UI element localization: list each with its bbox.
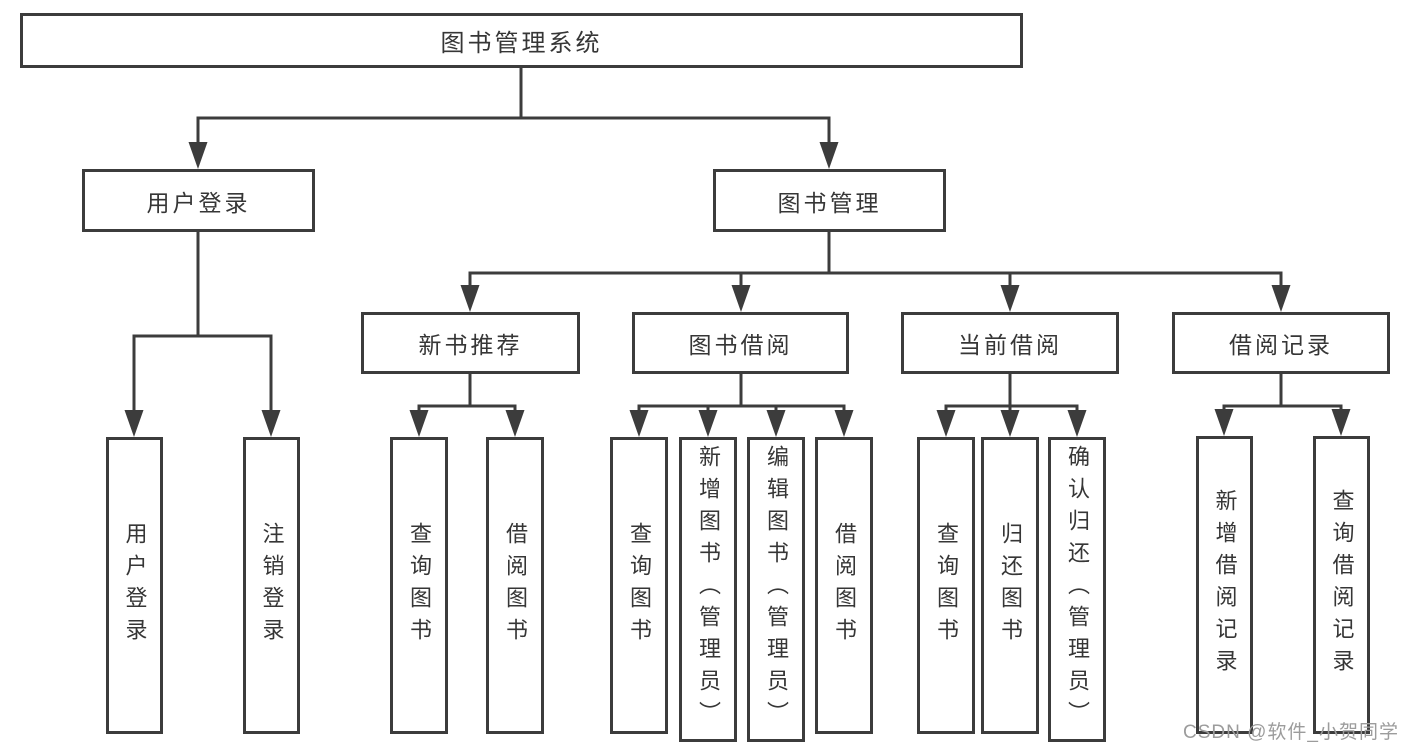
arrowhead-icon <box>505 410 525 437</box>
node-leaf-return-book: 归还图书 <box>981 437 1039 734</box>
node-leaf-borrow-book-1: 借阅图书 <box>486 437 544 734</box>
arrowhead-icon <box>629 410 649 437</box>
arrowhead-icon <box>698 410 718 437</box>
connector-root <box>188 68 839 169</box>
arrowhead-icon <box>1331 409 1351 436</box>
node-leaf-query-record: 查询借阅记录 <box>1313 436 1370 734</box>
arrowhead-icon <box>1000 410 1020 437</box>
node-leaf-edit-book: 编辑图书（管理员） <box>747 437 805 742</box>
arrowhead-icon <box>819 142 839 169</box>
node-book-mgmt: 图书管理 <box>713 169 946 232</box>
node-leaf-add-book: 新增图书（管理员） <box>679 437 737 742</box>
node-leaf-borrow-book-2: 借阅图书 <box>815 437 873 734</box>
node-leaf-query-book-1: 查询图书 <box>390 437 448 734</box>
connector-book-mgmt <box>460 232 1291 312</box>
arrowhead-icon <box>460 285 480 312</box>
connector-new-book-rec <box>409 374 525 437</box>
node-current-borrow: 当前借阅 <box>901 312 1119 374</box>
arrowhead-icon <box>1067 410 1087 437</box>
connector-user-login <box>124 232 281 437</box>
arrowhead-icon <box>124 410 144 437</box>
node-leaf-query-book-2: 查询图书 <box>610 437 668 734</box>
connector-book-borrow <box>629 374 854 437</box>
arrowhead-icon <box>766 410 786 437</box>
arrowhead-icon <box>936 410 956 437</box>
node-leaf-user-login: 用户登录 <box>106 437 163 734</box>
connector-current-borrow <box>936 374 1087 437</box>
arrowhead-icon <box>731 285 751 312</box>
node-borrow-record: 借阅记录 <box>1172 312 1390 374</box>
arrowhead-icon <box>188 142 208 169</box>
node-leaf-add-record: 新增借阅记录 <box>1196 436 1253 734</box>
arrowhead-icon <box>261 410 281 437</box>
node-book-borrow: 图书借阅 <box>632 312 849 374</box>
arrowhead-icon <box>834 410 854 437</box>
node-new-book-rec: 新书推荐 <box>361 312 580 374</box>
node-leaf-logout: 注销登录 <box>243 437 300 734</box>
arrowhead-icon <box>1214 409 1234 436</box>
node-leaf-confirm-return: 确认归还（管理员） <box>1048 437 1106 742</box>
watermark: CSDN @软件_小贺同学 <box>1183 722 1399 743</box>
arrowhead-icon <box>1000 285 1020 312</box>
node-root: 图书管理系统 <box>20 13 1023 68</box>
node-leaf-query-book-3: 查询图书 <box>917 437 975 734</box>
node-user-login: 用户登录 <box>82 169 315 232</box>
connector-borrow-record <box>1214 374 1351 436</box>
arrowhead-icon <box>409 410 429 437</box>
arrowhead-icon <box>1271 285 1291 312</box>
